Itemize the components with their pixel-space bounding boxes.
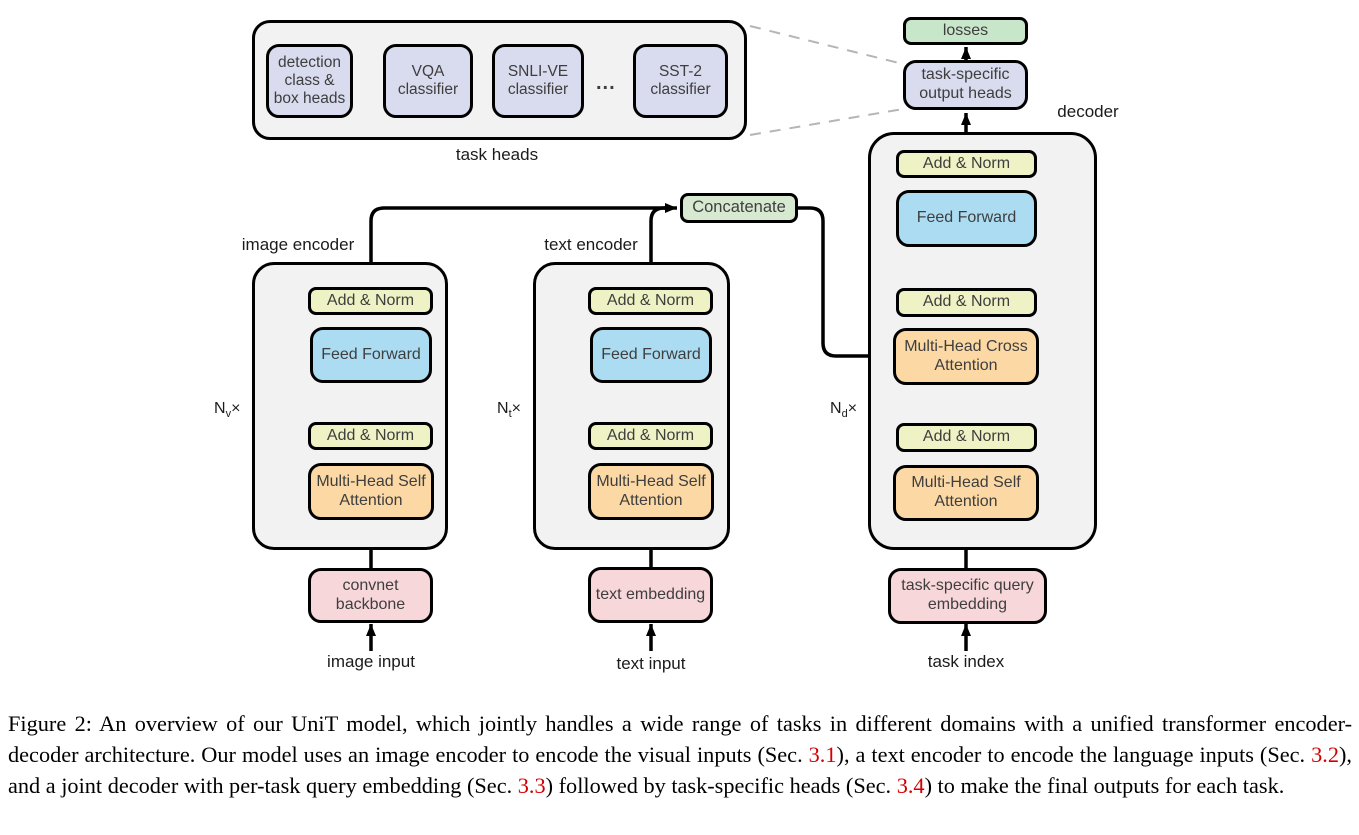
te-feed-forward: Feed Forward	[590, 327, 712, 383]
label-task-index: task index	[927, 652, 1005, 671]
caption-text-4: ) followed by task-specific heads (Sec.	[545, 773, 897, 799]
dec-feed-forward: Feed Forward	[896, 190, 1037, 247]
ie-self-attention: Multi-Head Self Attention	[308, 463, 434, 520]
label-image-input: image input	[327, 652, 415, 671]
te-self-attention: Multi-Head Self Attention	[588, 463, 714, 520]
dec-self-attention: Multi-Head Self Attention	[893, 465, 1039, 521]
detection-heads-label: detection class & box heads	[273, 53, 346, 108]
multiplier-text-encoder: Nt×	[497, 400, 521, 421]
multiplier-image-encoder: Nv×	[214, 400, 241, 421]
box-detection-heads: detection class & box heads	[266, 44, 353, 118]
snli-ve-classifier-label: SNLI-VE classifier	[507, 62, 569, 98]
caption-text-1: Figure 2: An overview of our UniT model,…	[8, 711, 1352, 768]
section-ref-3-4[interactable]: 3.4	[896, 773, 925, 799]
dec-add-norm-1: Add & Norm	[896, 150, 1037, 178]
ie-add-norm-top: Add & Norm	[308, 287, 433, 315]
label-task-heads: task heads	[455, 145, 539, 164]
task-heads-ellipsis: ...	[596, 72, 616, 94]
dec-add-norm-3: Add & Norm	[896, 423, 1037, 452]
multiplier-decoder: Nd×	[830, 400, 858, 421]
output-heads-label: task-specific output heads	[919, 66, 1012, 102]
sst2-classifier-label: SST-2 classifier	[650, 62, 711, 98]
label-image-encoder: image encoder	[241, 235, 355, 254]
label-text-encoder: text encoder	[544, 235, 638, 254]
ie-add-norm-bottom: Add & Norm	[308, 422, 433, 450]
section-ref-3-2[interactable]: 3.2	[1311, 742, 1339, 768]
ie-feed-forward: Feed Forward	[310, 327, 432, 383]
concatenate-label: Concatenate	[692, 198, 786, 217]
box-output-heads: task-specific output heads	[903, 60, 1028, 110]
label-decoder: decoder	[1057, 102, 1119, 121]
vqa-classifier-label: VQA classifier	[397, 62, 459, 98]
figure-diagram: detection class & box heads VQA classifi…	[214, 17, 1119, 673]
box-text-embedding: text embedding	[588, 567, 713, 623]
dec-add-norm-2: Add & Norm	[896, 288, 1037, 317]
box-losses: losses	[903, 17, 1028, 45]
te-add-norm-bottom: Add & Norm	[588, 422, 713, 450]
te-add-norm-top: Add & Norm	[588, 287, 713, 315]
caption-text-5: ) to make the final outputs for each tas…	[924, 773, 1285, 799]
caption-text-3: ), and a joint decoder with per-task que…	[8, 742, 1352, 799]
dec-cross-attention: Multi-Head Cross Attention	[893, 328, 1039, 385]
caption-text-2: ), a text encoder to encode the language…	[836, 742, 1312, 768]
box-query-embedding: task-specific query embedding	[888, 568, 1047, 624]
label-text-input: text input	[616, 654, 686, 673]
box-convnet-backbone: convnet backbone	[308, 568, 433, 623]
box-concatenate: Concatenate	[680, 193, 798, 223]
section-ref-3-3[interactable]: 3.3	[517, 773, 546, 799]
section-ref-3-1[interactable]: 3.1	[808, 742, 837, 768]
losses-label: losses	[942, 21, 989, 39]
box-vqa-classifier: VQA classifier	[383, 44, 473, 118]
box-snli-ve-classifier: SNLI-VE classifier	[492, 44, 584, 118]
box-sst2-classifier: SST-2 classifier	[633, 44, 728, 118]
figure-caption: Figure 2: An overview of our UniT model,…	[8, 708, 1352, 801]
